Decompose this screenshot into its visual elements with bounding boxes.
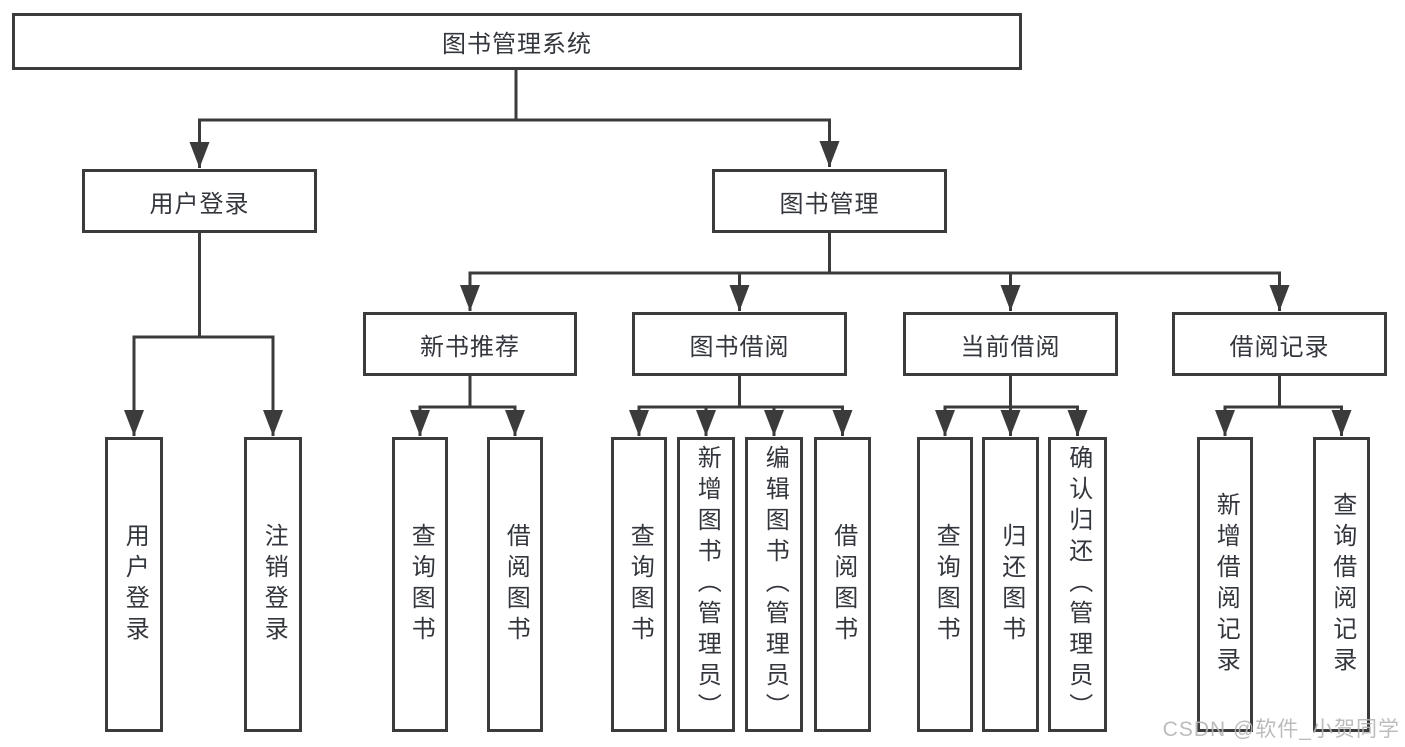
node-label: 图书管理 xyxy=(779,190,880,218)
leaf-label: 借阅图书 xyxy=(502,522,530,647)
leaf-label: 查询图书 xyxy=(932,522,960,647)
connector-new-book-recommendation xyxy=(410,376,525,436)
node-label: 当前借阅 xyxy=(960,333,1061,361)
leaf-query-books-recommend: 查询图书 xyxy=(392,437,448,732)
leaf-query-books-current: 查询图书 xyxy=(917,437,973,732)
leaf-add-books-admin: 新增图书（管理员） xyxy=(677,437,735,732)
leaf-label: 查询图书 xyxy=(407,522,435,647)
node-label: 新书推荐 xyxy=(420,333,520,361)
leaf-return-books: 归还图书 xyxy=(982,437,1039,732)
leaf-edit-books-admin: 编辑图书（管理员） xyxy=(745,437,803,732)
leaf-label: 新增图书（管理员） xyxy=(693,445,721,724)
leaf-label: 注销登录 xyxy=(260,522,288,647)
leaf-logout: 注销登录 xyxy=(244,437,302,732)
leaf-label: 新增借阅记录 xyxy=(1212,491,1240,678)
leaf-label: 查询图书 xyxy=(626,522,654,647)
connector-root xyxy=(189,70,840,168)
node-label: 借阅记录 xyxy=(1229,333,1330,361)
leaf-label: 确认归还（管理员） xyxy=(1064,445,1092,724)
node-borrowing-records: 借阅记录 xyxy=(1172,312,1387,376)
leaf-borrow-books-recommend: 借阅图书 xyxy=(487,437,543,732)
leaf-add-borrow-record: 新增借阅记录 xyxy=(1197,437,1253,732)
connector-current-borrowing xyxy=(935,376,1088,436)
leaf-query-books-borrowing: 查询图书 xyxy=(611,437,667,732)
node-root: 图书管理系统 xyxy=(12,13,1022,70)
leaf-confirm-return-admin: 确认归还（管理员） xyxy=(1048,437,1107,732)
node-book-management: 图书管理 xyxy=(712,169,947,233)
connector-user-login xyxy=(124,233,283,436)
watermark: CSDN @软件_小贺同学 xyxy=(1162,718,1400,741)
leaf-borrow-books-borrowing: 借阅图书 xyxy=(814,437,871,732)
leaf-label: 查询借阅记录 xyxy=(1328,491,1356,678)
leaf-user-login: 用户登录 xyxy=(105,437,163,732)
leaf-label: 用户登录 xyxy=(121,522,149,647)
connector-borrowing-records xyxy=(1215,376,1352,436)
node-current-borrowing: 当前借阅 xyxy=(903,312,1118,376)
connector-book-borrowing xyxy=(629,376,853,436)
node-new-book-recommendation: 新书推荐 xyxy=(363,312,577,376)
node-user-login: 用户登录 xyxy=(82,169,317,233)
node-book-borrowing: 图书借阅 xyxy=(632,312,847,376)
leaf-query-borrow-record: 查询借阅记录 xyxy=(1313,437,1370,732)
node-label: 图书借阅 xyxy=(689,333,790,361)
node-label: 用户登录 xyxy=(149,190,250,218)
node-root-label: 图书管理系统 xyxy=(442,31,592,58)
leaf-label: 编辑图书（管理员） xyxy=(761,445,789,724)
leaf-label: 借阅图书 xyxy=(829,522,857,647)
leaf-label: 归还图书 xyxy=(997,522,1025,647)
connector-book-management xyxy=(460,233,1290,311)
